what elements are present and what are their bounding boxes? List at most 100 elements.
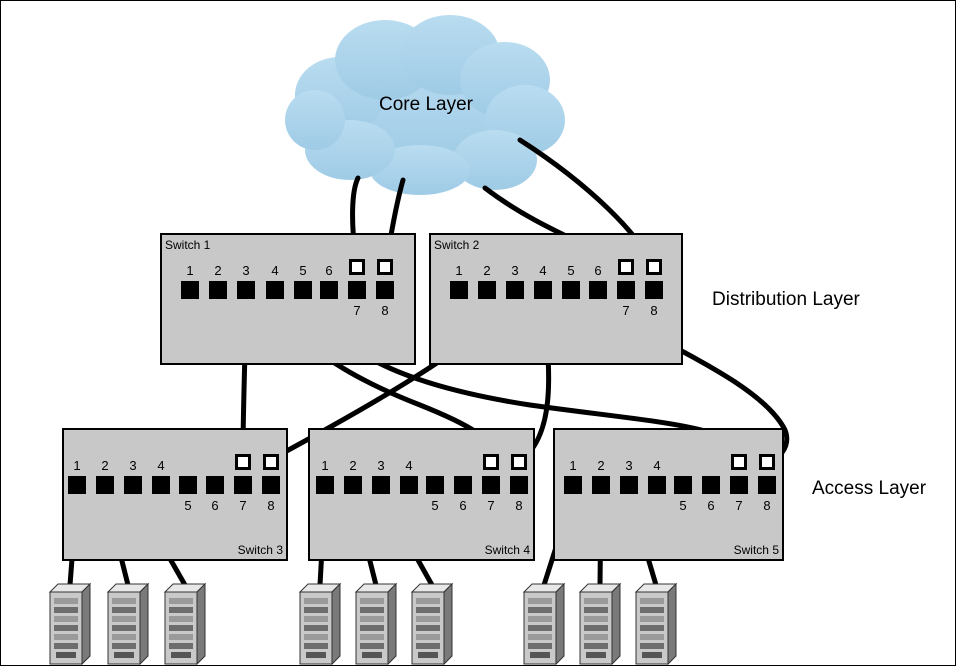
port-6 (702, 476, 720, 494)
port-label: 3 (377, 458, 384, 473)
port-7 (482, 476, 500, 494)
port-label: 1 (73, 458, 80, 473)
port-7 (730, 476, 748, 494)
port-label: 4 (157, 458, 164, 473)
port-label: 2 (349, 458, 356, 473)
port-label: 3 (625, 458, 632, 473)
port-7 (617, 281, 635, 299)
server-icon (48, 582, 92, 666)
port-label: 5 (431, 498, 438, 513)
port-label: 6 (459, 498, 466, 513)
port-3 (506, 281, 524, 299)
port-5 (426, 476, 444, 494)
core-layer-label: Core Layer (379, 94, 474, 115)
distribution-layer-label: Distribution Layer (712, 289, 861, 310)
port-label: 3 (511, 263, 518, 278)
port-2 (592, 476, 610, 494)
port-1 (181, 281, 199, 299)
port-3 (237, 281, 255, 299)
port-1 (316, 476, 334, 494)
server-icon (522, 582, 566, 666)
port-6 (589, 281, 607, 299)
port-label: 2 (483, 263, 490, 278)
port-label: 4 (539, 263, 546, 278)
uplink-port-inner (380, 262, 390, 272)
port-6 (206, 476, 224, 494)
port-1 (450, 281, 468, 299)
port-label: 5 (299, 263, 306, 278)
port-label: 1 (569, 458, 576, 473)
port-1 (68, 476, 86, 494)
distribution-switch-2: Switch 2 1 2 3 4 5 6 7 8 (429, 233, 683, 365)
port-8 (262, 476, 280, 494)
port-label: 5 (567, 263, 574, 278)
port-3 (620, 476, 638, 494)
port-1 (564, 476, 582, 494)
uplink-port-inner (352, 262, 362, 272)
switch-name: Switch 3 (238, 543, 284, 557)
port-label: 3 (129, 458, 136, 473)
switch-name: Switch 1 (165, 238, 211, 252)
port-label: 1 (455, 263, 462, 278)
port-label: 7 (239, 498, 246, 513)
server-icon (163, 582, 207, 666)
port-label: 6 (594, 263, 601, 278)
server-icon (578, 582, 622, 666)
port-8 (510, 476, 528, 494)
port-8 (376, 281, 394, 299)
switch-name: Switch 2 (434, 238, 480, 252)
port-label: 6 (211, 498, 218, 513)
port-2 (344, 476, 362, 494)
port-4 (648, 476, 666, 494)
port-label: 8 (763, 498, 770, 513)
port-3 (124, 476, 142, 494)
port-label: 5 (679, 498, 686, 513)
port-4 (400, 476, 418, 494)
port-label: 8 (650, 303, 657, 318)
port-4 (266, 281, 284, 299)
uplink-port-inner (649, 262, 659, 272)
port-2 (209, 281, 227, 299)
switch-name: Switch 5 (734, 543, 780, 557)
port-5 (294, 281, 312, 299)
server-icon (410, 582, 454, 666)
port-label: 5 (184, 498, 191, 513)
core-cloud: Core Layer (285, 15, 565, 195)
port-label: 7 (622, 303, 629, 318)
port-label: 7 (735, 498, 742, 513)
access-switch-5: Switch 5 1 2 3 4 5 6 7 8 (553, 428, 784, 561)
port-label: 7 (353, 303, 360, 318)
port-label: 6 (707, 498, 714, 513)
port-7 (234, 476, 252, 494)
port-label: 6 (325, 263, 332, 278)
uplink-port-inner (514, 457, 524, 467)
port-6 (454, 476, 472, 494)
port-label: 2 (101, 458, 108, 473)
port-4 (534, 281, 552, 299)
port-label: 3 (242, 263, 249, 278)
port-7 (348, 281, 366, 299)
port-label: 4 (271, 263, 278, 278)
uplink-port-inner (266, 457, 276, 467)
port-label: 2 (597, 458, 604, 473)
uplink-port-inner (762, 457, 772, 467)
servers (48, 582, 678, 666)
uplink-port-inner (621, 262, 631, 272)
port-6 (320, 281, 338, 299)
port-label: 8 (515, 498, 522, 513)
server-icon (298, 582, 342, 666)
port-2 (96, 476, 114, 494)
port-label: 2 (214, 263, 221, 278)
port-label: 4 (405, 458, 412, 473)
port-label: 4 (653, 458, 660, 473)
port-4 (152, 476, 170, 494)
port-label: 8 (267, 498, 274, 513)
switch-name: Switch 4 (485, 543, 531, 557)
uplink-port-inner (734, 457, 744, 467)
port-5 (674, 476, 692, 494)
